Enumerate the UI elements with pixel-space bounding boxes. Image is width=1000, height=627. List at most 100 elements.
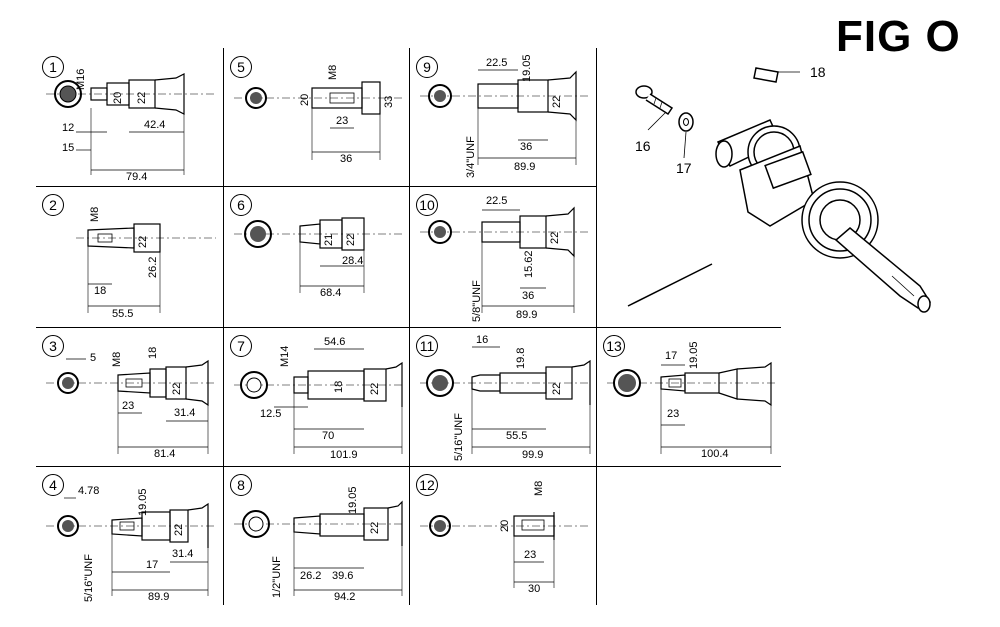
dim-label: 30 — [528, 583, 541, 595]
thread-label: 5/8"UNF — [471, 280, 483, 322]
dim-label: 12 — [62, 122, 75, 134]
dim-label: 42.4 — [144, 119, 166, 131]
grid-line — [36, 466, 781, 467]
dim-label: 81.4 — [154, 448, 176, 460]
cell-number-11: 11 — [416, 335, 438, 357]
dim-label: 28.4 — [342, 255, 364, 267]
parts-illustration: 16 17 18 — [600, 50, 1000, 320]
thread-label: M8 — [111, 351, 123, 367]
dim-label: 94.2 — [334, 591, 356, 603]
shaft-drawing-11 — [420, 346, 591, 454]
dim-label: 4.78 — [78, 485, 100, 497]
dim-label: 31.4 — [172, 548, 194, 560]
dim-label: 21 — [323, 233, 335, 246]
dim-label: 36 — [340, 153, 353, 165]
cell-number-1: 1 — [42, 56, 64, 78]
dim-label: 36 — [520, 141, 533, 153]
dim-label: 22.5 — [486, 57, 508, 69]
dim-label: 54.6 — [324, 336, 346, 348]
dim-label: 5 — [90, 352, 97, 364]
cell-number-3: 3 — [42, 335, 64, 357]
dim-label: 20 — [499, 519, 511, 532]
diagram-cell-6: 6 21 22 28.4 68.4 — [224, 188, 408, 326]
part-label-18: 18 — [810, 64, 826, 80]
shaft-drawing-5 — [234, 81, 404, 160]
key-icon — [753, 67, 800, 83]
shaft-drawing-6 — [234, 217, 404, 293]
cell-number-13: 13 — [603, 335, 625, 357]
dim-label: 19.05 — [521, 54, 533, 82]
shaft-drawing-3 — [46, 358, 216, 454]
dim-label: 22 — [345, 233, 357, 246]
grid-line — [36, 327, 781, 328]
dim-label: 22.5 — [486, 195, 508, 207]
dim-label: 33 — [383, 95, 395, 108]
dim-label: 68.4 — [320, 287, 342, 299]
grid-line — [223, 48, 224, 605]
shaft-drawing-4 — [46, 497, 216, 596]
dim-label: 100.4 — [701, 448, 729, 460]
dim-label: 101.9 — [330, 449, 358, 461]
grid-line — [596, 48, 597, 605]
cell-number-4: 4 — [42, 474, 64, 496]
figure-title: FIG O — [836, 12, 961, 61]
dim-label: 22 — [551, 382, 563, 395]
dim-label: 89.9 — [514, 161, 536, 173]
crankshaft-icon — [715, 119, 932, 313]
dim-label: 16 — [476, 334, 489, 346]
diagram-cell-13: 13 17 19.05 23 100.4 — [597, 329, 780, 465]
cell-number-5: 5 — [230, 56, 252, 78]
dim-label: 22 — [136, 91, 148, 104]
dim-label: 18 — [333, 380, 345, 393]
shaft-drawing-7 — [234, 348, 404, 454]
dim-label: 23 — [524, 549, 537, 561]
dim-label: 20 — [299, 93, 311, 106]
diagram-cell-5: 5 M8 20 33 23 36 — [224, 50, 408, 185]
shaft-drawing-10 — [420, 206, 590, 313]
washer-icon — [678, 112, 694, 159]
diagram-cell-12: 12 M8 20 23 30 — [410, 468, 595, 605]
dim-label: 26.2 — [147, 256, 159, 278]
cell-number-9: 9 — [416, 56, 438, 78]
dim-label: 17 — [665, 350, 678, 362]
diagram-cell-1: 1 M16 20 22 12 42.4 15 79.4 — [36, 50, 222, 185]
cell-number-12: 12 — [416, 474, 438, 496]
thread-label: M14 — [279, 345, 291, 367]
thread-label: 1/2"UNF — [271, 556, 283, 598]
diagram-cell-3: 3 5 M8 18 22 23 31.4 81.4 — [36, 329, 222, 465]
dim-label: 22 — [171, 382, 183, 395]
dim-label: 23 — [122, 400, 135, 412]
thread-label: 3/4"UNF — [465, 136, 477, 178]
dim-label: 36 — [522, 290, 535, 302]
shaft-drawing-8 — [234, 500, 404, 596]
dim-label: 70 — [322, 430, 335, 442]
cell-number-6: 6 — [230, 194, 252, 216]
diagram-cell-11: 11 16 19.8 22 5/16"UNF 55.5 99.9 — [410, 329, 595, 465]
dim-label: 17 — [146, 559, 159, 571]
dim-label: 22 — [369, 382, 381, 395]
dim-label: 22 — [551, 95, 563, 108]
dim-label: 15 — [62, 142, 75, 154]
leader-line — [627, 263, 713, 307]
dim-label: 22 — [173, 523, 185, 536]
dim-label: 23 — [336, 115, 349, 127]
thread-label: M8 — [89, 206, 101, 222]
dim-label: 15.62 — [523, 250, 535, 278]
bolt-icon — [635, 85, 674, 131]
dim-label: 18 — [94, 285, 107, 297]
dim-label: 22 — [369, 521, 381, 534]
cell-number-2: 2 — [42, 194, 64, 216]
shaft-drawing-9 — [420, 69, 590, 165]
cell-number-10: 10 — [416, 194, 438, 216]
shaft-drawing-2 — [76, 223, 216, 313]
dim-label: 99.9 — [522, 449, 544, 461]
part-label-16: 16 — [635, 138, 651, 154]
dim-label: 23 — [667, 408, 680, 420]
cell-number-7: 7 — [230, 335, 252, 357]
thread-label: M8 — [533, 480, 545, 496]
thread-label: M8 — [327, 64, 339, 80]
diagram-cell-7: 7 M14 54.6 18 22 12.5 70 101.9 — [224, 329, 408, 465]
dim-label: 22 — [549, 231, 561, 244]
dim-label: 89.9 — [148, 591, 170, 603]
